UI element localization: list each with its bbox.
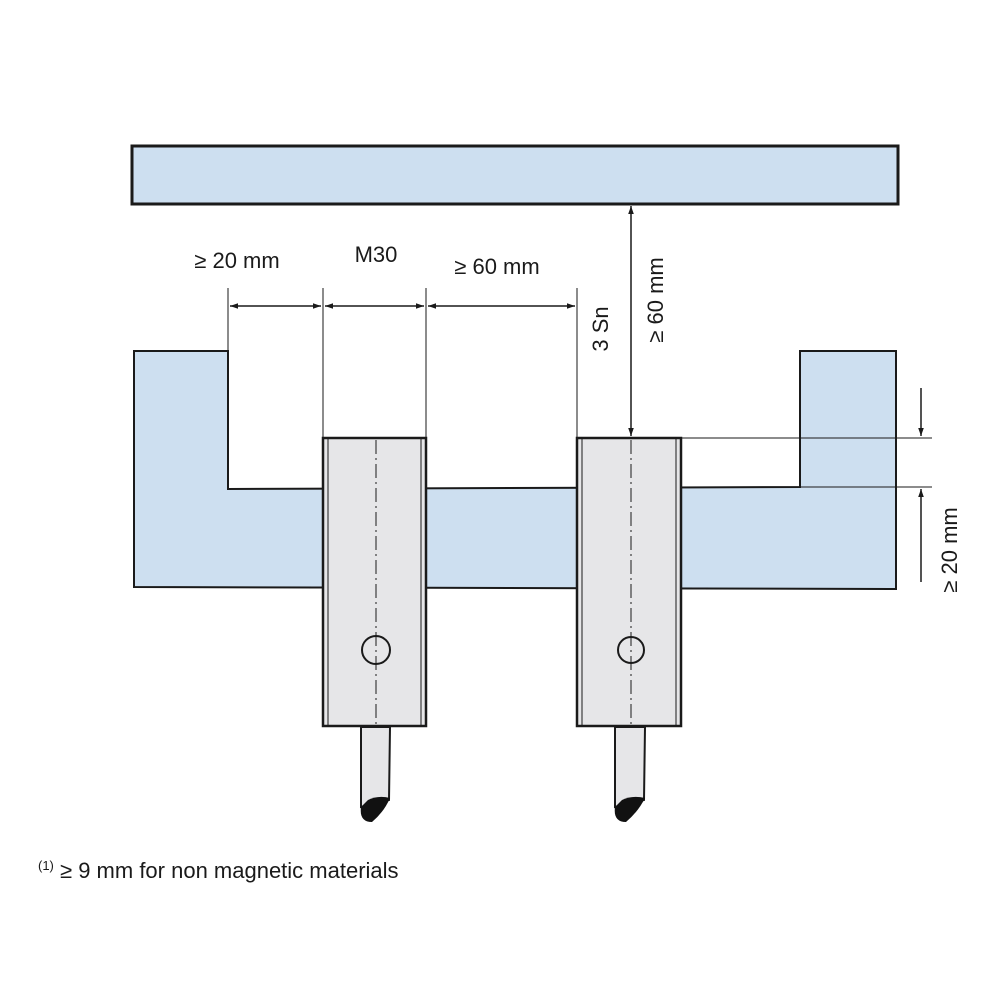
mounting-bracket	[133, 350, 897, 591]
label-gap-left: ≥ 20 mm	[194, 248, 279, 273]
sensor-right-cable	[614, 726, 647, 809]
sensor-left-body	[321, 436, 428, 728]
dimension-lines	[230, 206, 924, 582]
label-sn: 3 Sn	[588, 306, 613, 351]
sensor-right-led	[617, 636, 645, 664]
footnote-marker: (1)	[38, 858, 54, 873]
label-target-distance: ≥ 60 mm	[643, 257, 668, 342]
footnote: (1) ≥ 9 mm for non magnetic materials	[38, 858, 399, 884]
target-plate	[130, 144, 900, 206]
sensor-right	[575, 436, 683, 822]
sensor-left-cable-end	[360, 796, 390, 822]
footnote-text: ≥ 9 mm for non magnetic materials	[60, 858, 399, 883]
sensor-right-body	[575, 436, 683, 728]
extension-lines	[227, 288, 932, 488]
sensor-left	[321, 436, 428, 822]
label-thread: M30	[355, 242, 398, 267]
label-recess-depth: ≥ 20 mm	[937, 507, 962, 592]
label-gap-between: ≥ 60 mm	[454, 254, 539, 279]
sensor-left-cable	[360, 726, 392, 809]
sensor-left-led	[361, 635, 391, 665]
sensor-right-cable-end	[614, 796, 645, 822]
